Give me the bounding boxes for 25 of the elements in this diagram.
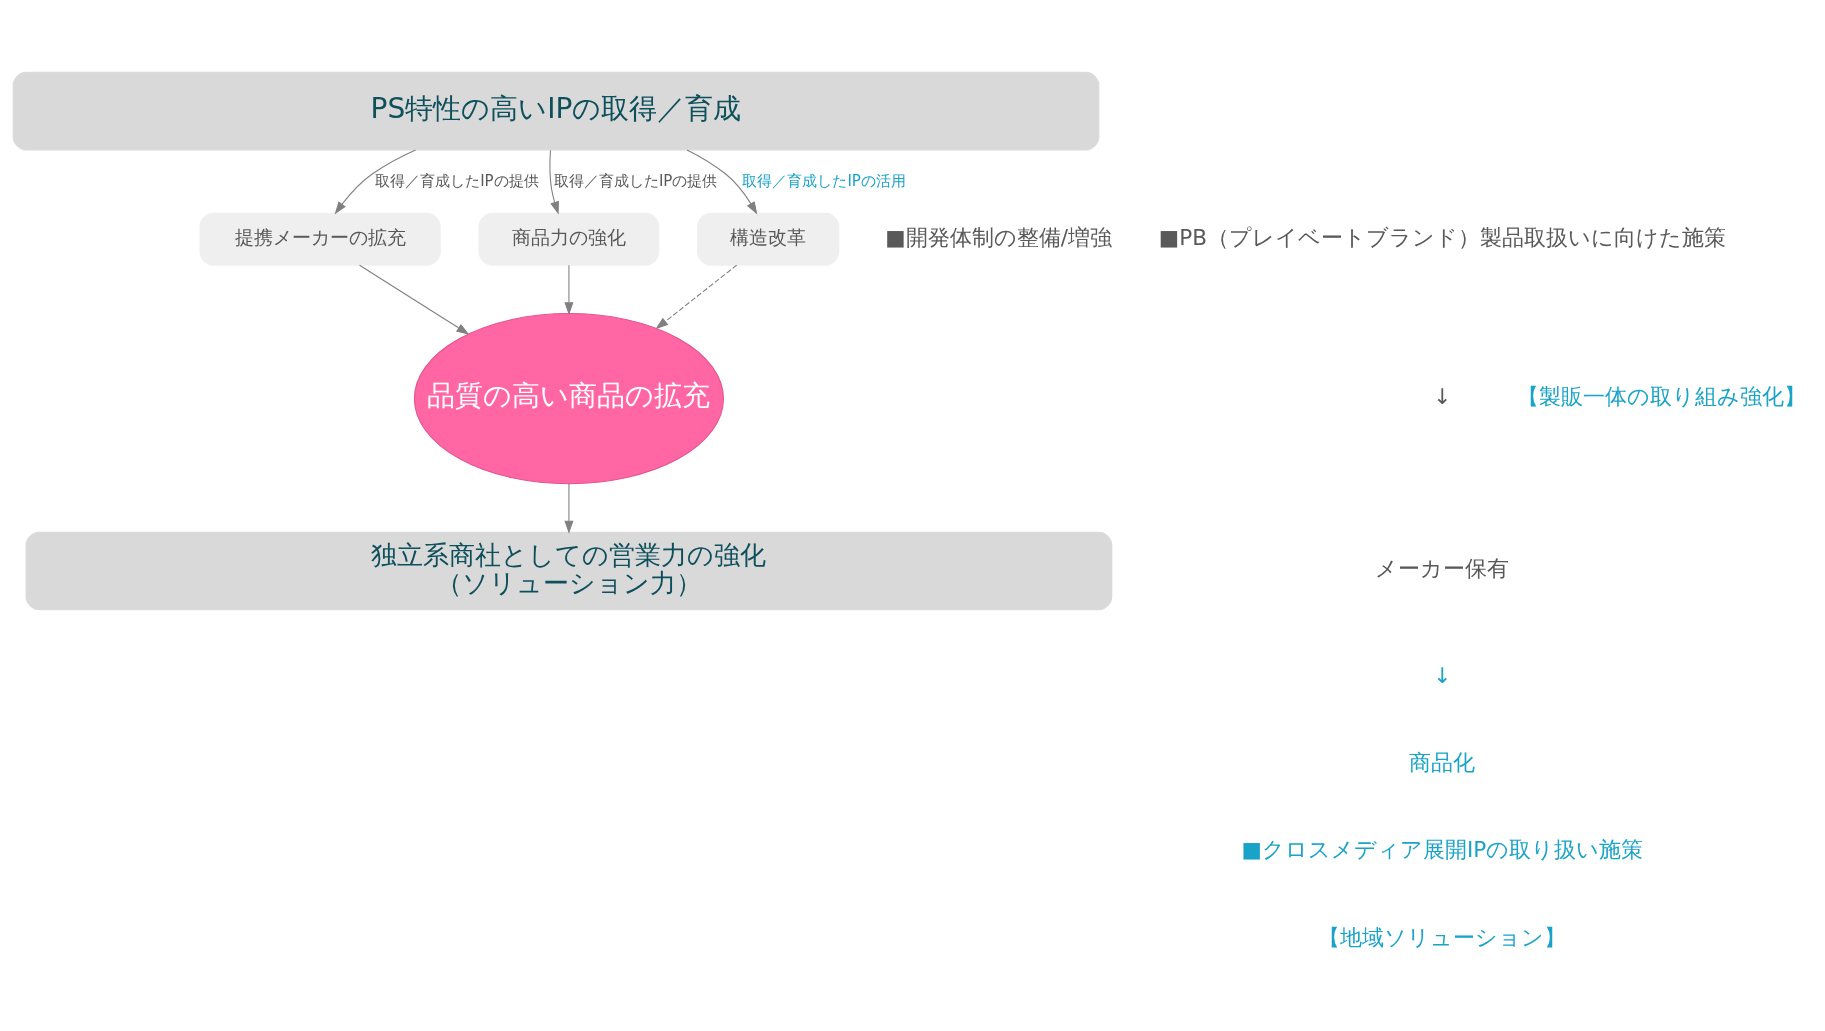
node-ellipse: 品質の高い商品の拡充 [413,313,724,485]
label: 【製販一体の取り組み強化】 [1516,384,1806,410]
arrow [564,264,574,316]
label: ■クロスメディア展開IPの取り扱い施策 [1241,837,1644,863]
node-box: 構造改革 [697,212,840,266]
label: ■開発体制の整備/増強 [885,224,1112,250]
arrow [549,149,559,215]
label: メーカー保有 [1375,556,1510,582]
node-box: 提携メーカーの拡充 [199,212,441,266]
label: ↓ [1433,662,1452,688]
node-box: 独立系商社としての営業力の強化 （ソリューション力） [25,531,1113,611]
edge-label: 取得／育成したIPの提供 [375,171,539,190]
arrow [655,264,738,330]
node-box: PS特性の高いIPの取得／育成 [12,71,1100,151]
label: ■PB（プレイベートブランド）製品取扱いに向けた施策 [1158,224,1726,250]
arrow [359,264,470,335]
label: ↓ [1433,384,1452,410]
arrow [686,149,758,215]
arrow [564,483,574,534]
edge-label: 取得／育成したIPの提供 [553,171,718,190]
node-box: 商品力の強化 [478,212,660,266]
label: 【地域ソリューション】 [1318,924,1567,950]
label: 商品化 [1409,750,1476,776]
arrow [334,149,417,215]
edge-label: 取得／育成したIPの活用 [742,171,906,190]
